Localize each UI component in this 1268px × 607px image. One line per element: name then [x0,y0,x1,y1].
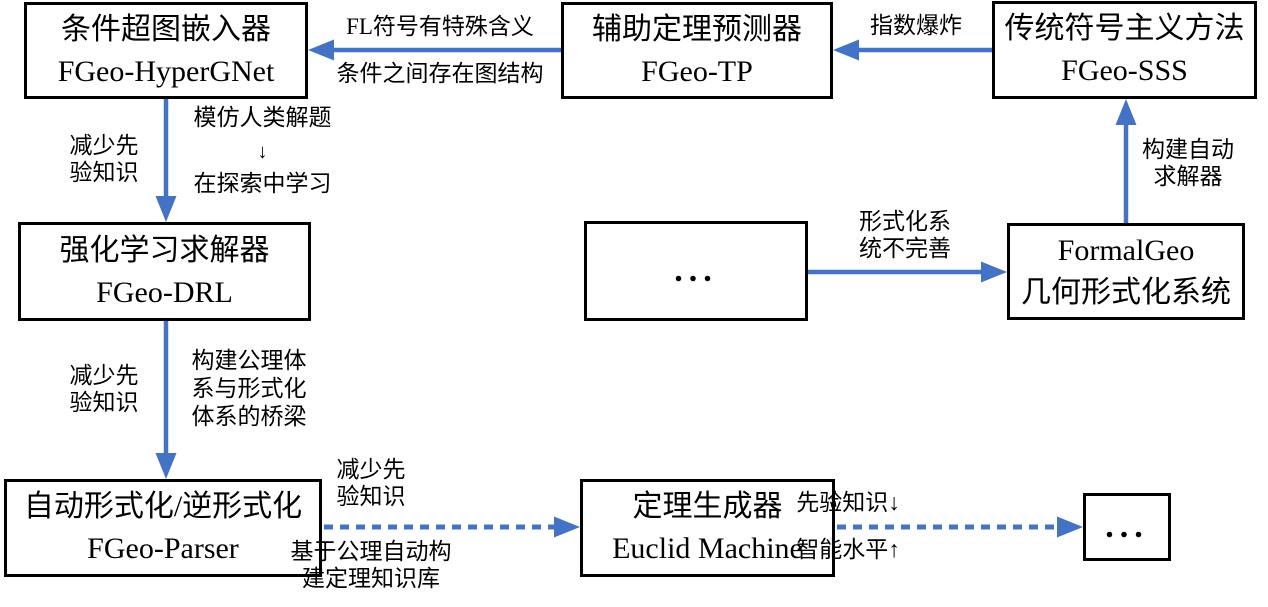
edge-label-axiom-theorem-kb: 基于公理自动构 建定理知识库 [290,539,452,591]
box-fgeo-parser-subtitle: FGeo-Parser [87,532,239,565]
arrow-drl-to-parser [155,321,177,479]
edge-label-imitate-human: 模仿人类解题 [193,105,332,130]
box-formalgeo-title: FormalGeo [1057,233,1195,267]
arrow-ellipsis-to-formalgeo [808,261,1007,283]
box-formalgeo-subtitle: 几何形式化系统 [1021,275,1231,309]
box-fgeo-parser: 自动形式化/逆形式化 FGeo-Parser [4,479,322,577]
edge-label-reduce-prior-bottom: 减少先 验知识 [336,457,406,509]
box-fgeo-hypergnet: 条件超图嵌入器 FGeo-HyperGNet [24,2,308,99]
edge-label-prior-knowledge-down: 先验知识↓ [796,490,900,515]
box-fgeo-hypergnet-title: 条件超图嵌入器 [61,12,271,46]
edge-label-formal-system-imperfect: 形式化系 统不完善 [859,209,951,261]
arrow-hypergnet-to-drl [155,99,177,222]
box-fgeo-tp: 辅助定理预测器 FGeo-TP [561,2,833,99]
edge-label-learn-in-exploration: 在探索中学习 [193,171,332,196]
arrow-formalgeo-to-sss [1115,99,1137,223]
box-fgeo-drl-title: 强化学习求解器 [59,233,270,267]
arrow-sss-to-tp [833,39,992,61]
box-ellipsis-middle-text: ... [674,252,718,289]
box-fgeo-tp-title: 辅助定理预测器 [592,12,802,46]
edge-label-reduce-prior-top: 减少先 验知识 [69,133,139,185]
box-ellipsis-middle: ... [584,221,808,321]
arrow-tp-to-hypergnet [308,39,563,61]
box-fgeo-sss-subtitle: FGeo-SSS [1061,54,1188,87]
box-fgeo-tp-subtitle: FGeo-TP [641,54,753,88]
arrow-euclid-to-ellipsis [837,516,1083,538]
box-fgeo-sss-title: 传统符号主义方法 [1004,12,1245,45]
box-fgeo-sss: 传统符号主义方法 FGeo-SSS [992,1,1257,99]
box-ellipsis-end: ... [1083,493,1171,561]
edge-label-intelligence-up: 智能水平↑ [796,537,900,562]
down-arrow-icon: ↓ [257,141,268,163]
edge-label-build-auto-solver: 构建自动 求解器 [1142,137,1234,189]
box-fgeo-hypergnet-subtitle: FGeo-HyperGNet [57,54,275,88]
edge-label-fl-symbols: FL符号有特殊含义 [346,14,534,39]
edge-label-graph-structure: 条件之间存在图结构 [336,61,544,86]
edge-label-exponential-explosion: 指数爆炸 [870,13,962,38]
box-ellipsis-end-text: ... [1105,508,1149,545]
edge-label-axiom-bridge: 构建公理体 系与形式化 体系的桥梁 [191,348,307,429]
box-euclid-machine: 定理生成器 Euclid Machine [580,479,835,577]
box-euclid-machine-title: 定理生成器 [632,490,783,523]
box-fgeo-parser-title: 自动形式化/逆形式化 [23,490,303,523]
box-fgeo-drl: 强化学习求解器 FGeo-DRL [18,222,311,321]
box-fgeo-drl-subtitle: FGeo-DRL [96,275,233,309]
box-euclid-machine-subtitle: Euclid Machine [612,532,803,565]
arrow-parser-to-euclid [324,516,580,538]
box-formalgeo: FormalGeo 几何形式化系统 [1007,223,1245,320]
edge-label-reduce-prior-mid: 减少先 验知识 [69,363,139,415]
